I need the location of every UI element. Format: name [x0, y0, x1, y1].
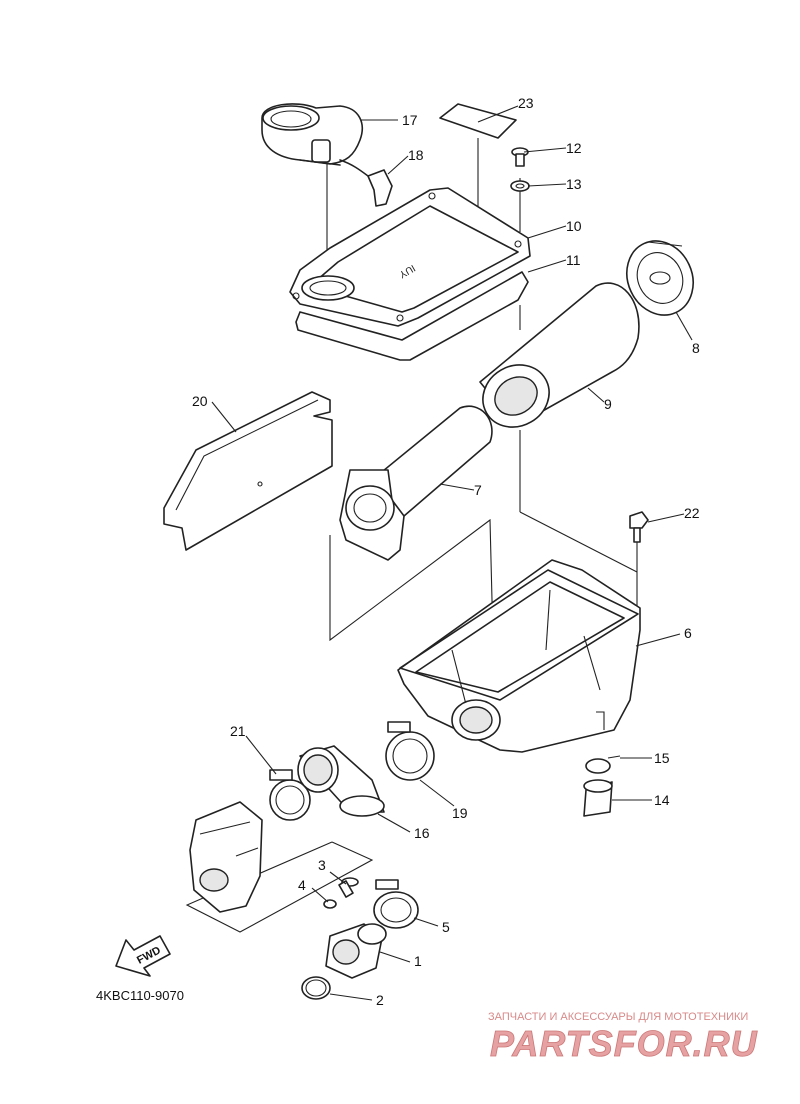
callout-18: 18	[408, 147, 424, 163]
assembly-guide-lines	[185, 162, 638, 933]
callout-12: 12	[566, 140, 582, 156]
callout-1: 1	[414, 953, 422, 969]
part-20-plate	[163, 391, 333, 551]
callout-23: 23	[518, 95, 534, 111]
callout-17: 17	[402, 112, 418, 128]
part-13-washer	[510, 180, 530, 192]
part-14-drain-plug	[583, 779, 613, 817]
callout-13: 13	[566, 176, 582, 192]
callout-14: 14	[654, 792, 670, 808]
callout-11: 11	[566, 252, 581, 268]
part-23-label	[439, 103, 517, 212]
part-5-clamp	[373, 879, 419, 929]
part-1-carburetor-joint	[325, 923, 387, 979]
callout-9: 9	[604, 396, 612, 412]
watermark-brand: PARTSFOR.RU	[490, 1023, 758, 1064]
fwd-arrow-icon: FWD	[115, 935, 171, 977]
part-21-clamp	[269, 769, 311, 821]
callout-7: 7	[474, 482, 482, 498]
callout-22: 22	[684, 505, 700, 521]
callout-10: 10	[566, 218, 582, 234]
part-4-washer	[323, 899, 337, 909]
part-15-clip	[585, 755, 621, 774]
part-17-intake-duct	[261, 103, 364, 166]
callout-3: 3	[318, 857, 326, 873]
callout-8: 8	[692, 340, 700, 356]
callout-labels: 17 18 23 12 13 10 11 8 9 7 20 22 6 15 14…	[192, 95, 700, 1008]
part-7-element-frame	[339, 405, 493, 561]
part-19-clamp	[385, 721, 435, 781]
callout-2: 2	[376, 992, 384, 1008]
callout-16: 16	[414, 825, 430, 841]
part-11-lid-seal	[295, 271, 529, 361]
part-12-screw	[511, 147, 529, 167]
watermark-tagline: ЗАПЧАСТИ И АКСЕССУАРЫ ДЛЯ МОТОТЕХНИКИ	[488, 1011, 748, 1023]
part-18-breather-fitting	[339, 159, 393, 207]
part-16-joint	[297, 745, 385, 817]
part-22-bolt	[629, 511, 649, 543]
part-6-air-cleaner-case	[397, 559, 641, 753]
callout-19: 19	[452, 805, 468, 821]
callout-21: 21	[230, 723, 246, 739]
watermark: ЗАПЧАСТИ И АКСЕССУАРЫ ДЛЯ МОТОТЕХНИКИ PA…	[488, 1011, 758, 1064]
diagram-code: 4KBC110-9070	[96, 988, 184, 1003]
part-10-air-cleaner-lid: IUY	[289, 187, 531, 327]
callout-6: 6	[684, 625, 692, 641]
callout-4: 4	[298, 877, 306, 893]
part-2-o-ring	[301, 976, 331, 1000]
callout-leaders	[211, 105, 693, 1001]
callout-15: 15	[654, 750, 670, 766]
callout-20: 20	[192, 393, 208, 409]
carburetor-reference	[189, 801, 263, 913]
callout-5: 5	[442, 919, 450, 935]
part-9-filter-element	[479, 282, 640, 428]
